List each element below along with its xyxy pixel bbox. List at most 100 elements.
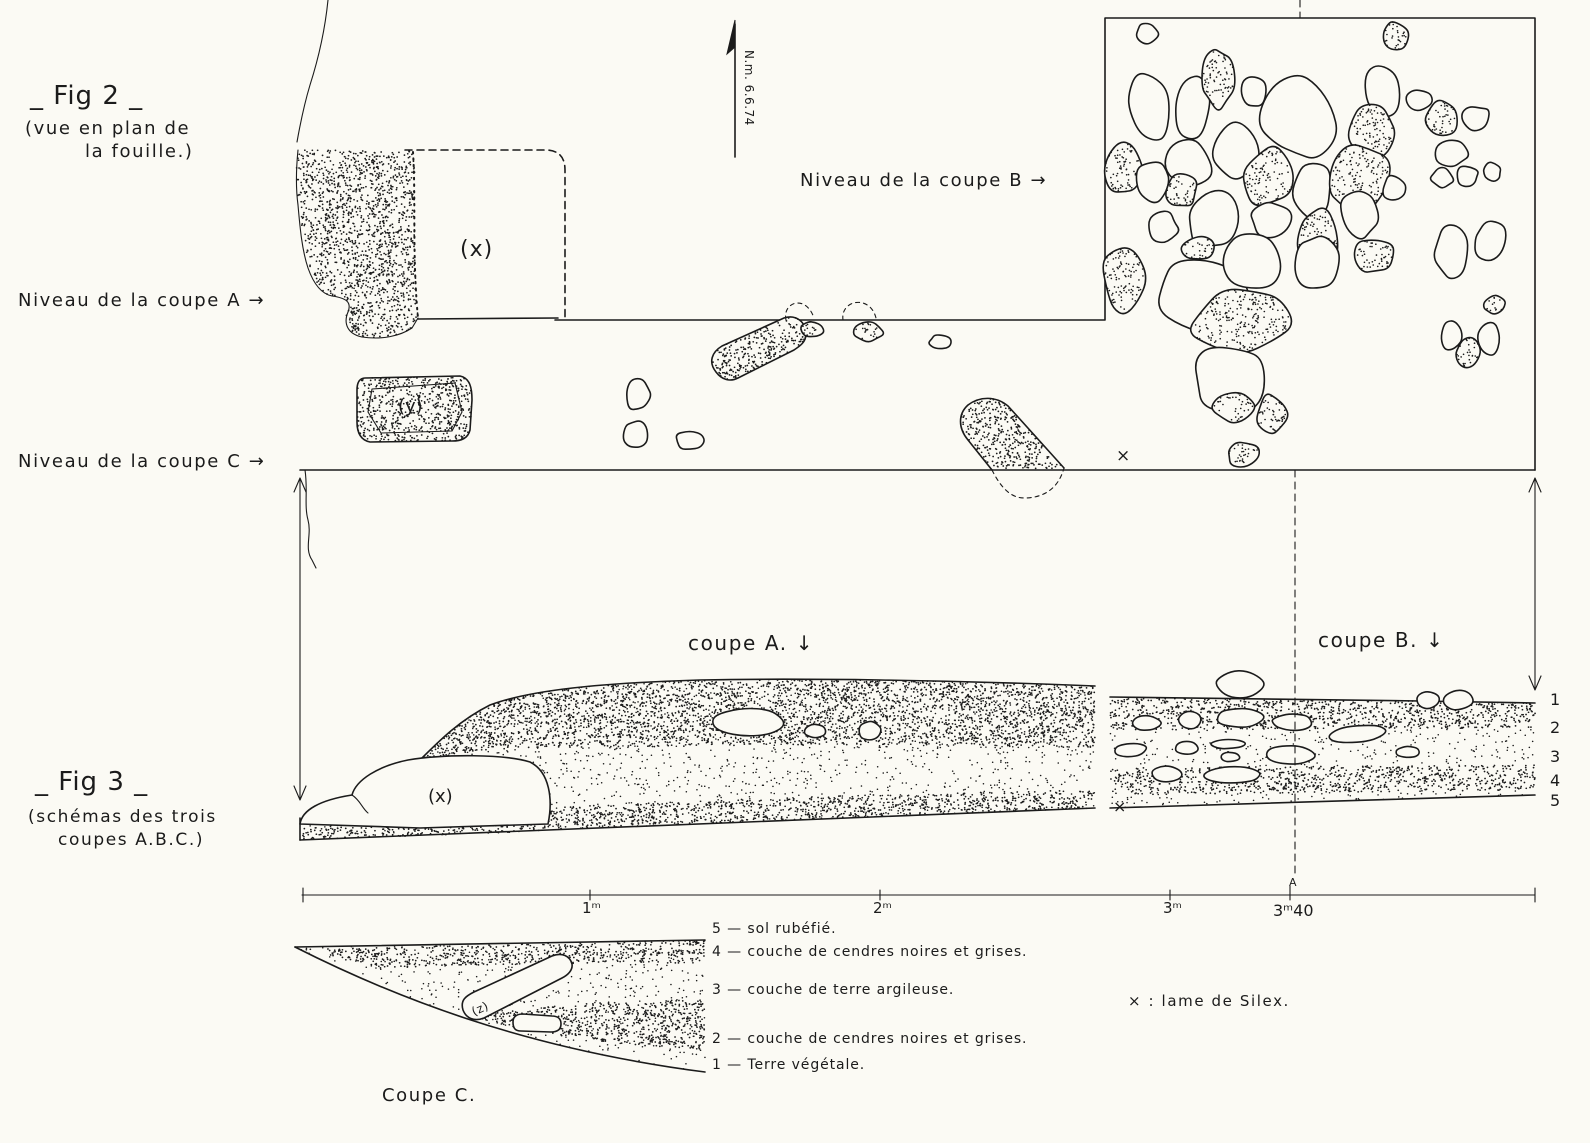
section-stone: [1220, 751, 1241, 763]
scale-section-mark: 3ᵐ40: [1273, 901, 1314, 920]
level-coupe-a-label: Niveau de la coupe A →: [18, 290, 265, 311]
north-note: N.m. 6.6.74: [742, 50, 756, 126]
block-x-base: [417, 317, 559, 320]
stone: [1434, 139, 1470, 168]
legend-layer-4: 4 — couche de cendres noires et grises.: [712, 944, 1027, 960]
layer-number-4: 4: [1550, 771, 1560, 790]
stone: [1461, 106, 1490, 132]
section-stone: [1151, 765, 1183, 783]
section-c-stone-z: [461, 953, 573, 1021]
stipple-dots: [1190, 289, 1290, 352]
stone: [626, 377, 652, 411]
stone: [1135, 22, 1160, 45]
section-stone: [1216, 707, 1265, 728]
north-arrow-head: [726, 19, 736, 56]
stipple-dots: [477, 999, 706, 1050]
stone: [1339, 190, 1380, 240]
section-c-stone: [512, 1013, 562, 1033]
stone-hidden-outline: [785, 302, 815, 321]
stipple-dots: [1384, 21, 1407, 50]
section-stone: [1174, 740, 1199, 755]
section-a-surface: [419, 678, 1096, 761]
block-y-label: (y): [398, 396, 423, 417]
section-c-label: Coupe C.: [382, 1085, 476, 1106]
section-a-base: [299, 807, 1096, 841]
stipple-dots: [356, 376, 473, 442]
stone: [1347, 103, 1396, 159]
section-stone: [712, 707, 785, 737]
section-a-label: coupe A. ↓: [688, 631, 814, 655]
fig2-plan: _ Fig 2 _ (vue en plan de la fouille.) N…: [18, 0, 1536, 499]
stone-hidden-outline: [842, 301, 877, 321]
fig2-caption-line2: la fouille.): [85, 141, 194, 162]
stipple-dots: [1213, 392, 1254, 423]
scale-tick-1m: 1ᵐ: [582, 899, 601, 917]
stone-large-tilted-hidden: [991, 467, 1065, 499]
fig3-title: _ Fig 3 _: [34, 767, 148, 797]
stone: [1127, 72, 1170, 141]
stone: [1353, 239, 1395, 273]
stone: [1222, 233, 1282, 289]
stipple-dots: [1486, 296, 1503, 312]
stone: [1429, 166, 1455, 189]
stipple-dots: [1201, 51, 1234, 111]
stipple-dots: [1424, 101, 1457, 135]
scale-tick-2m: 2ᵐ: [873, 899, 892, 917]
block-x-dotted-edge: [412, 151, 419, 319]
height-arrow-right: [1528, 477, 1542, 691]
scale-tick-3m: 3ᵐ: [1163, 899, 1182, 917]
stone-large-tilted: [959, 397, 1065, 471]
layer-number-3: 3: [1550, 747, 1560, 766]
stone: [1240, 76, 1267, 107]
stone: [1188, 189, 1240, 247]
stone: [622, 420, 649, 448]
stipple-dots: [1109, 728, 1535, 768]
height-arrow-left: [293, 477, 307, 801]
layer-number-2: 2: [1550, 718, 1560, 737]
stone: [1250, 201, 1293, 239]
plan-boundary: [554, 17, 1536, 471]
stone: [1482, 161, 1502, 182]
section-b-base: [1109, 794, 1536, 809]
fig3-caption-line1: (schémas des trois: [28, 807, 217, 827]
stipple-dots: [1456, 337, 1479, 368]
stone: [675, 430, 705, 450]
section-stone: [1416, 691, 1441, 710]
section-stone-x: [299, 754, 551, 829]
section-stone: [1131, 714, 1162, 731]
section-stone-x-label: (x): [428, 786, 453, 807]
section-b-surface: [1109, 696, 1536, 704]
section-c-stone-z-label: (z): [469, 999, 490, 1019]
stone: [1294, 235, 1340, 289]
plan-left-edge: [296, 0, 329, 143]
section-stone: [1114, 742, 1148, 758]
level-coupe-b-label: Niveau de la coupe B →: [800, 170, 1047, 191]
stone: [1180, 235, 1215, 260]
block-y-face: [367, 382, 463, 434]
section-stone: [1203, 765, 1261, 784]
scale-bar-line: [301, 885, 1536, 903]
stone: [1256, 393, 1289, 435]
section-left-edge: [304, 469, 317, 569]
stipple-dots: [1243, 147, 1294, 206]
stipple-dots: [855, 322, 878, 340]
block-x-label: (x): [460, 237, 493, 262]
section-stone: [803, 723, 827, 739]
scale-bar: 1ᵐ 2ᵐ 3ᵐ 3ᵐ40 A: [301, 876, 1536, 920]
stone: [1174, 75, 1211, 140]
north-arrow-icon: [726, 19, 736, 158]
section-stone: [1177, 710, 1202, 730]
section-stone: [1215, 669, 1265, 699]
stone: [1258, 74, 1338, 159]
section-b-label: coupe B. ↓: [1318, 628, 1444, 652]
fig2-title: _ Fig 2 _: [29, 81, 143, 111]
section-stone: [1210, 738, 1247, 750]
stone: [1456, 165, 1479, 188]
stone: [1165, 172, 1198, 207]
section-stone-x-fissure: [351, 794, 369, 814]
stone: [1189, 288, 1293, 354]
section-flint-mark: ×: [1113, 797, 1126, 816]
section-stone: [1328, 724, 1387, 744]
legend-layer-3: 3 — couche de terre argileuse.: [712, 982, 954, 998]
